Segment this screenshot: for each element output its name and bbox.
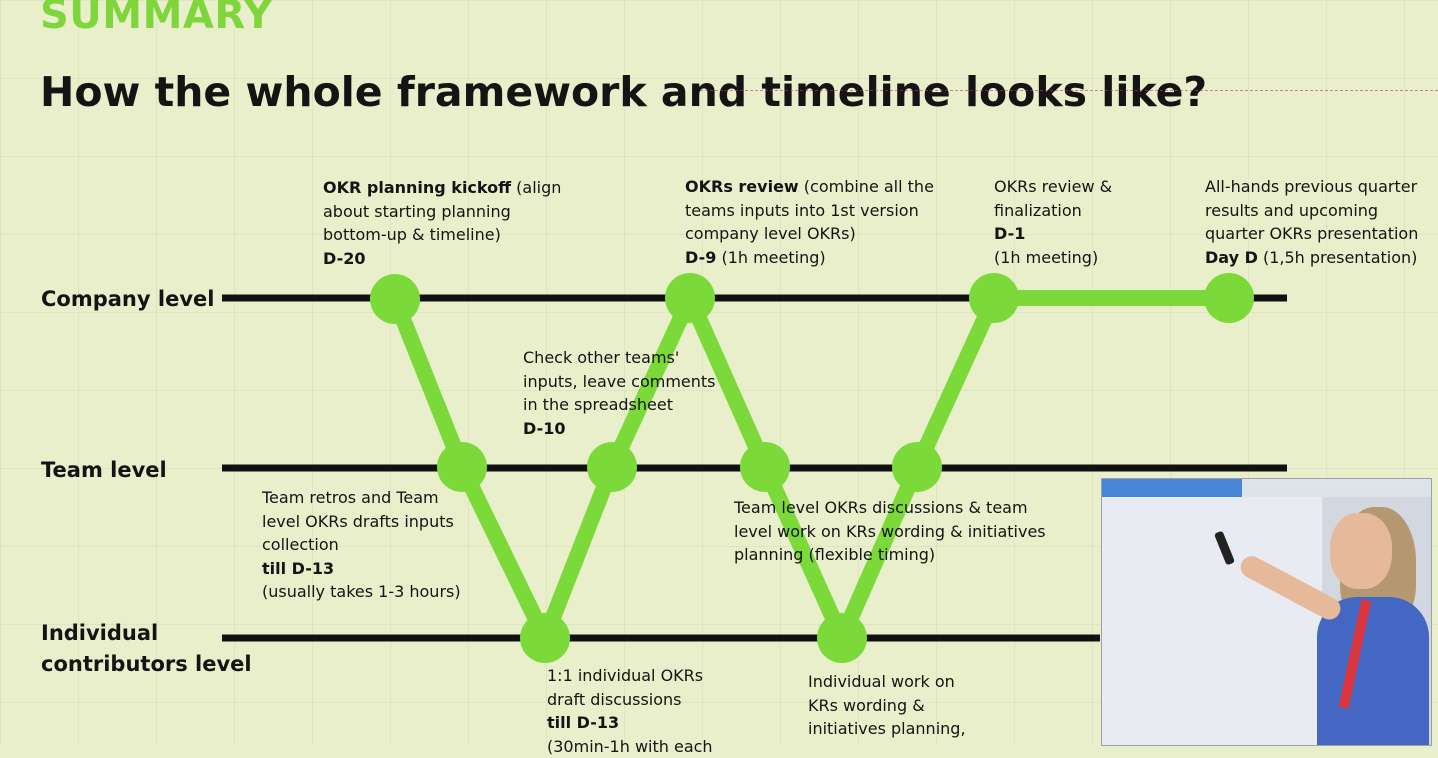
note-allhands-line2: results and upcoming [1205,199,1418,223]
note-review-line2: teams inputs into 1st version [685,199,934,223]
note-team-retros: Team retros and Team level OKRs drafts i… [262,486,461,604]
note-oneonone-line2: draft discussions [547,688,713,712]
note-kickoff-day: D-20 [323,249,365,268]
note-indwork-line1: Individual work on [808,670,966,694]
note-indwork-line3: initiatives planning, [808,717,966,741]
note-teamdisc-line2: level work on KRs wording & initiatives [734,520,1046,544]
note-check-line1: Check other teams' [523,346,716,370]
milestone-all-hands [1204,273,1254,323]
note-kickoff-title: OKR planning kickoff [323,178,511,197]
note-okrs-review: OKRs review (combine all the teams input… [685,175,934,269]
milestone-team-retros [437,442,487,492]
note-oneonone-line1: 1:1 individual OKRs [547,664,713,688]
note-review-day: D-9 [685,248,716,267]
note-kickoff-line2: about starting planning [323,200,561,224]
note-teamdisc-line1: Team level OKRs discussions & team [734,496,1046,520]
note-teamdisc-line3: planning (flexible timing) [734,543,1046,567]
note-retros-line2: level OKRs drafts inputs [262,510,461,534]
milestone-individual-work [817,613,867,663]
note-check-line2: inputs, leave comments [523,370,716,394]
note-review-rest: (combine all the [799,177,934,196]
milestone-team-discussions [740,442,790,492]
video-background-band [1102,479,1242,497]
note-review-line3: company level OKRs) [685,222,934,246]
speaker-body [1317,597,1429,745]
note-retros-day: till D-13 [262,559,334,578]
note-finalization-line2: finalization [994,199,1112,223]
milestone-okrs-review [665,273,715,323]
video-background-board [1102,497,1322,745]
note-allhands-line1: All-hands previous quarter [1205,175,1418,199]
milestone-kickoff [370,274,420,324]
note-finalization-line4: (1h meeting) [994,246,1112,270]
note-kickoff: OKR planning kickoff (align about starti… [323,176,561,270]
note-all-hands: All-hands previous quarter results and u… [1205,175,1418,269]
note-retros-line1: Team retros and Team [262,486,461,510]
note-oneonone-day: till D-13 [547,713,619,732]
note-allhands-day: Day D [1205,248,1258,267]
note-kickoff-line3: bottom-up & timeline) [323,223,561,247]
milestone-check-teams [587,442,637,492]
note-finalization: OKRs review & finalization D-1 (1h meeti… [994,175,1112,269]
note-indwork-line2: KRs wording & [808,694,966,718]
note-finalization-day: D-1 [994,224,1025,243]
note-allhands-day-rest: (1,5h presentation) [1258,248,1418,267]
milestone-finalization [969,273,1019,323]
milestone-team-final [892,442,942,492]
note-retros-line5: (usually takes 1-3 hours) [262,580,461,604]
note-check-day: D-10 [523,419,565,438]
note-finalization-line1: OKRs review & [994,175,1112,199]
note-team-discussions: Team level OKRs discussions & team level… [734,496,1046,567]
note-kickoff-rest: (align [511,178,561,197]
note-oneonone-line4: (30min-1h with each [547,735,713,758]
note-check-line3: in the spreadsheet [523,393,716,417]
note-individual-work: Individual work on KRs wording & initiat… [808,670,966,741]
note-retros-line3: collection [262,533,461,557]
note-check-teams: Check other teams' inputs, leave comment… [523,346,716,440]
speaker-head [1330,513,1392,589]
speaker-video-overlay [1101,478,1432,746]
note-review-day-rest: (1h meeting) [716,248,825,267]
milestone-one-on-one [520,613,570,663]
note-review-title: OKRs review [685,177,799,196]
note-allhands-line3: quarter OKRs presentation [1205,222,1418,246]
